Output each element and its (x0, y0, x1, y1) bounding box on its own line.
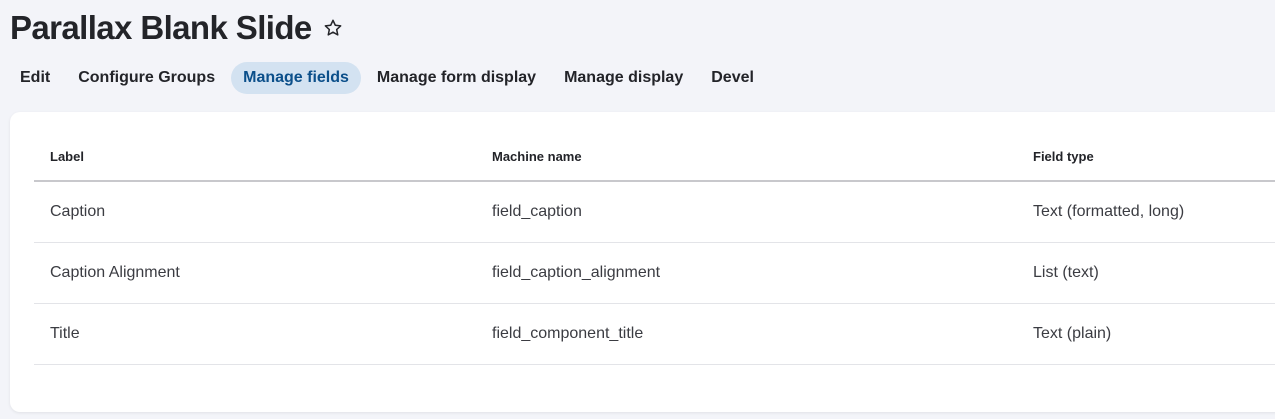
tab-edit[interactable]: Edit (20, 69, 51, 86)
table-header-row: Label Machine name Field type (34, 132, 1275, 182)
tab-devel[interactable]: Devel (711, 69, 754, 86)
fields-table: Label Machine name Field type Caption fi… (34, 132, 1275, 365)
table-row: Caption Alignment field_caption_alignmen… (34, 242, 1275, 304)
page-title: Parallax Blank Slide (10, 9, 312, 46)
field-type: Text (plain) (1017, 303, 1275, 365)
column-header-label: Label (34, 132, 476, 182)
table-row: Caption field_caption Text (formatted, l… (34, 181, 1275, 243)
field-type: List (text) (1017, 242, 1275, 304)
field-label: Caption Alignment (34, 242, 476, 304)
tab-manage-fields[interactable]: Manage fields (231, 62, 361, 94)
field-type: Text (formatted, long) (1017, 181, 1275, 243)
column-header-field-type: Field type (1017, 132, 1275, 182)
field-label: Caption (34, 181, 476, 243)
table-row: Title field_component_title Text (plain) (34, 303, 1275, 365)
fields-card: Label Machine name Field type Caption fi… (10, 112, 1275, 412)
field-machine-name: field_caption (476, 181, 1017, 243)
tab-configure-groups[interactable]: Configure Groups (78, 69, 216, 86)
field-label: Title (34, 303, 476, 365)
tab-manage-display[interactable]: Manage display (564, 69, 684, 86)
tab-manage-form-display[interactable]: Manage form display (376, 69, 537, 86)
field-machine-name: field_component_title (476, 303, 1017, 365)
star-outline-icon[interactable] (322, 17, 344, 39)
page-header: Parallax Blank Slide (10, 4, 344, 52)
primary-tabs: Edit Configure Groups Manage fields Mana… (8, 62, 770, 94)
field-machine-name: field_caption_alignment (476, 242, 1017, 304)
column-header-machine-name: Machine name (476, 132, 1017, 182)
